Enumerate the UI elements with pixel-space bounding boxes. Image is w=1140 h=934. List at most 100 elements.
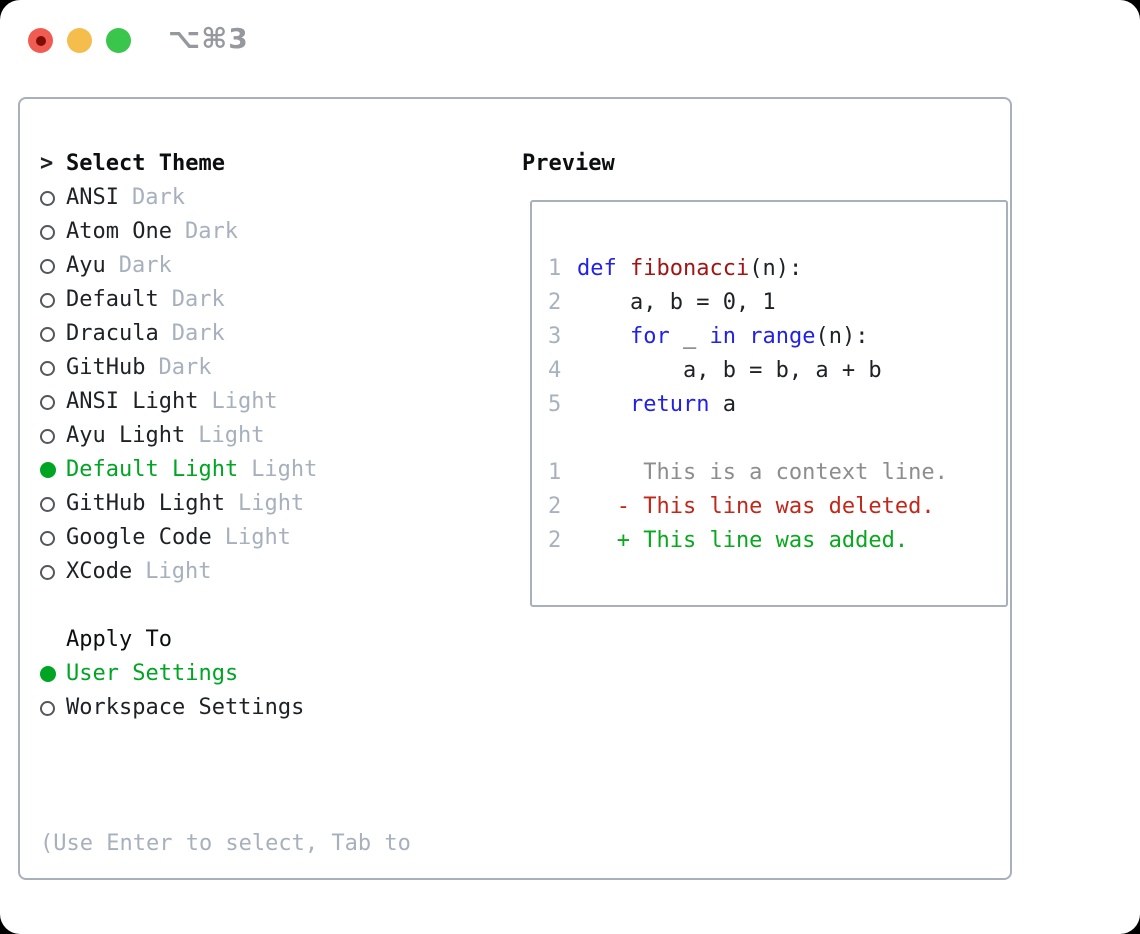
theme-option-ayu-light[interactable]: Ayu Light Light (40, 419, 504, 453)
theme-option-ansi-light[interactable]: ANSI Light Light (40, 385, 504, 419)
minimize-button[interactable] (67, 28, 92, 53)
option-label: Ayu Light (66, 423, 186, 448)
line-number: 4 (548, 358, 562, 383)
hint-line-2: change focus) (40, 929, 504, 934)
select-theme-header: > Select Theme (40, 147, 504, 181)
radio-icon (40, 428, 66, 444)
option-variant-tag: Dark (171, 321, 225, 346)
select-theme-title: Select Theme (66, 151, 225, 176)
option-variant-tag: Dark (158, 355, 212, 380)
option-variant-tag: Dark (118, 253, 172, 278)
maximize-button[interactable] (106, 28, 131, 53)
option-label: Google Code (66, 525, 212, 550)
line-content: def fibonacci(n): (577, 256, 803, 281)
option-label: Dracula (66, 321, 159, 346)
radio-circle (40, 496, 55, 512)
option-label: ANSI (66, 185, 119, 210)
radio-icon (40, 360, 66, 376)
option-label: ANSI Light (66, 389, 199, 414)
code-line: 4 a, b = b, a + b (548, 354, 1006, 388)
code-line: 5 return a (548, 388, 1006, 422)
apply-to-title: Apply To (66, 627, 172, 652)
line-number: 2 (548, 494, 562, 519)
preview-title: Preview (522, 151, 615, 176)
option-variant-tag: Dark (184, 219, 238, 244)
option-variant-tag: Light (237, 491, 305, 516)
radio-circle (40, 326, 55, 342)
hint-text: (Use Enter to select, Tab to change focu… (40, 759, 504, 934)
line-content: a, b = b, a + b (577, 358, 882, 383)
theme-option-ayu[interactable]: Ayu Dark (40, 249, 504, 283)
option-label: XCode (66, 559, 133, 584)
theme-option-xcode[interactable]: XCode Light (40, 555, 504, 589)
radio-icon (40, 700, 66, 716)
radio-selected-icon (40, 666, 66, 682)
radio-circle (40, 564, 55, 580)
radio-circle (40, 292, 55, 308)
line-content: for _ in range(n): (629, 324, 869, 349)
option-label: Workspace Settings (66, 695, 305, 720)
radio-selected-icon (40, 462, 66, 478)
line-content: + This line was added. (577, 528, 909, 553)
theme-option-github-light[interactable]: GitHub Light Light (40, 487, 504, 521)
code-line (548, 422, 1006, 456)
line-number: 2 (548, 290, 562, 315)
theme-option-default-light[interactable]: Default Light Light (40, 453, 504, 487)
code-line: 2 - This line was deleted. (548, 490, 1006, 524)
code-line: 1 This is a context line. (548, 456, 1006, 490)
radio-icon (40, 530, 66, 546)
radio-icon (40, 224, 66, 240)
code-line: 2 a, b = 0, 1 (548, 286, 1006, 320)
theme-option-dracula[interactable]: Dracula Dark (40, 317, 504, 351)
line-content: This is a context line. (577, 460, 948, 485)
radio-icon (40, 326, 66, 342)
option-label: GitHub Light (66, 491, 225, 516)
line-content: a, b = 0, 1 (577, 290, 776, 315)
apply-option-user-settings[interactable]: User Settings (40, 657, 504, 691)
option-variant-tag: Light (145, 559, 212, 584)
option-variant-tag: Light (198, 423, 265, 448)
window-shortcut-label: ⌥⌘3 (168, 22, 249, 55)
theme-option-ansi[interactable]: ANSI Dark (40, 181, 504, 215)
option-label: Atom One (66, 219, 172, 244)
titlebar: ⌥⌘3 (0, 0, 1140, 97)
option-variant-tag: Dark (131, 185, 185, 210)
close-button[interactable] (28, 28, 53, 53)
option-variant-tag: Dark (171, 287, 225, 312)
line-content: - This line was deleted. (577, 494, 935, 519)
option-label: Default Light (66, 457, 239, 482)
spacer (40, 725, 504, 759)
radio-circle (40, 666, 56, 682)
hint-line-1: (Use Enter to select, Tab to (40, 831, 411, 856)
radio-icon (40, 258, 66, 274)
option-label: Default (66, 287, 159, 312)
option-variant-tag: Light (211, 389, 278, 414)
option-variant-tag: Light (251, 457, 318, 482)
theme-option-default[interactable]: Default Dark (40, 283, 504, 317)
apply-option-workspace-settings[interactable]: Workspace Settings (40, 691, 504, 725)
code-line: 3 for _ in range(n): (548, 320, 1006, 354)
radio-icon (40, 292, 66, 308)
radio-circle (40, 224, 55, 240)
radio-icon (40, 394, 66, 410)
spacer (40, 589, 504, 623)
theme-option-github[interactable]: GitHub Dark (40, 351, 504, 385)
theme-option-google-code[interactable]: Google Code Light (40, 521, 504, 555)
option-variant-tag: Light (224, 525, 291, 550)
code-line: 2 + This line was added. (548, 524, 1006, 558)
option-label: Ayu (66, 253, 106, 278)
theme-option-atom-one[interactable]: Atom One Dark (40, 215, 504, 249)
option-label: GitHub (66, 355, 146, 380)
line-number: 5 (548, 392, 562, 417)
radio-circle (40, 530, 55, 546)
line-number: 2 (548, 528, 562, 553)
radio-icon (40, 496, 66, 512)
line-number: 1 (548, 460, 562, 485)
